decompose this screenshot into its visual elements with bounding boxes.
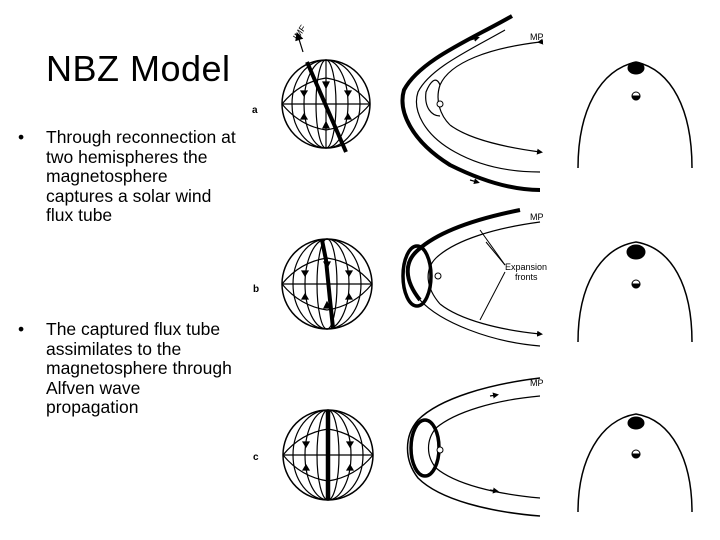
panel-b: b MP Expansion fronts: [253, 208, 693, 347]
bullet-marker: •: [18, 319, 25, 339]
magnetosphere-b: [401, 208, 543, 347]
panel-label-a: a: [252, 105, 258, 116]
mp-label-c: MP: [530, 378, 544, 388]
meridian-view-c: [577, 413, 693, 513]
polar-view-a: [281, 59, 371, 149]
bullet-item-1: • Through reconnection at two hemisphere…: [18, 127, 248, 248]
bullet-item-2: • The captured flux tube assimilates to …: [18, 319, 248, 420]
panel-label-b: b: [253, 284, 259, 295]
bullet-text-2: The captured flux tube assimilates to th…: [46, 319, 232, 417]
expansion-label-line2: fronts: [515, 272, 538, 282]
expansion-label: Expansion: [505, 262, 547, 272]
meridian-view-b: [577, 241, 693, 343]
panel-a: IMF a MP: [252, 14, 693, 192]
meridian-view-a: [577, 61, 693, 169]
bullet-marker: •: [18, 127, 25, 147]
magnetosphere-a: [400, 14, 544, 192]
imf-label: IMF: [291, 23, 308, 42]
magnetosphere-c: [406, 377, 541, 517]
bullet-text-1: Through reconnection at two hemispheres …: [46, 127, 236, 225]
panel-label-c: c: [253, 452, 259, 463]
mp-label-a: MP: [530, 32, 544, 42]
panel-c: c MP: [253, 377, 693, 517]
imf-flux-tube-a: [305, 61, 348, 153]
slide-title: NBZ Model: [46, 48, 231, 89]
imf-arrow: [295, 31, 304, 53]
mp-label-b: MP: [530, 212, 544, 222]
captured-flux-tube-b: [320, 239, 335, 329]
